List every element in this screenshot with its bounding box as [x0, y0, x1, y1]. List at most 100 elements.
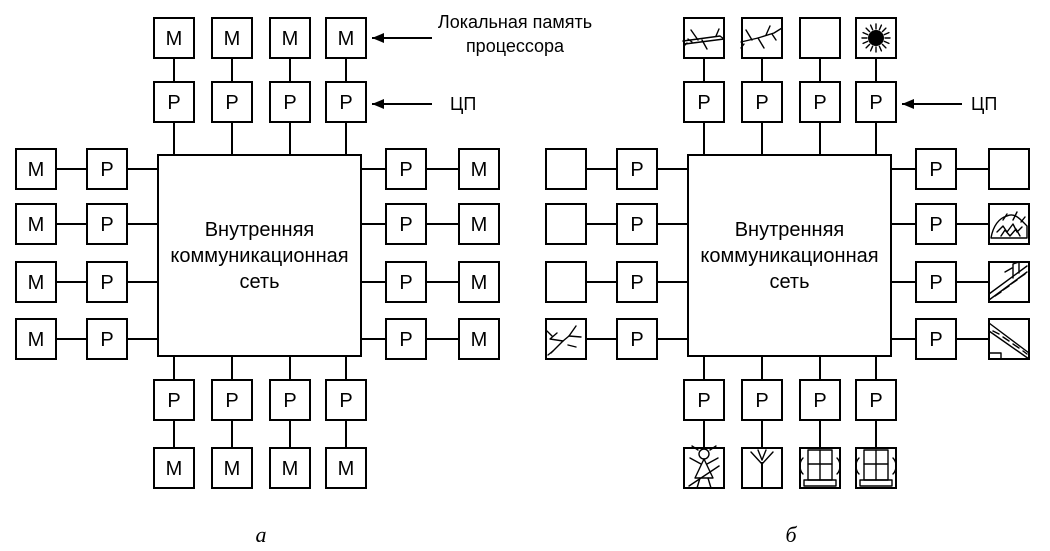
processor-left-4-label-a: P	[100, 329, 113, 351]
memory-right-2-label-a: M	[471, 214, 488, 236]
memory-right-2-a	[458, 203, 500, 245]
processor-left-2-b	[616, 203, 658, 245]
processor-left-3-b	[616, 261, 658, 303]
network-label-line1-a: Внутренняя	[205, 219, 315, 241]
processor-top-4-a	[325, 81, 367, 123]
processor-bottom-2-b	[741, 379, 783, 421]
cpu-arrow-a-head	[372, 99, 384, 109]
processor-left-3-label-a: P	[100, 272, 113, 294]
subfigure-label-a: а	[256, 522, 267, 547]
memory-left-4-label-a: M	[28, 329, 45, 351]
local-memory-arrow-head	[372, 33, 384, 43]
processor-bottom-2-label-b: P	[755, 390, 768, 412]
cpu-annotation-a: ЦП	[450, 94, 476, 114]
processor-bottom-1-a	[153, 379, 195, 421]
memory-left-4-a	[15, 318, 57, 360]
processor-bottom-4-b	[855, 379, 897, 421]
bush-icon	[990, 211, 1028, 239]
processor-right-2-a	[385, 203, 427, 245]
processor-left-3-label-b: P	[630, 272, 643, 294]
window-icon	[799, 449, 841, 487]
processor-left-4-label-b: P	[630, 329, 643, 351]
processor-right-2-label-b: P	[929, 214, 942, 236]
processor-bottom-3-a	[269, 379, 311, 421]
processor-left-3-a	[86, 261, 128, 303]
processor-bottom-3-label-a: P	[283, 390, 296, 412]
memory-left-1-label-a: M	[28, 159, 45, 181]
processor-bottom-1-label-a: P	[167, 390, 180, 412]
processor-top-1-b	[683, 81, 725, 123]
processor-bottom-2-a	[211, 379, 253, 421]
network-label-line3-b: сеть	[769, 271, 809, 293]
processor-right-4-b	[915, 318, 957, 360]
network-label-line2-a: коммуникационная	[170, 245, 348, 267]
processor-right-3-a	[385, 261, 427, 303]
roof-icon	[988, 322, 1030, 360]
memory-bottom-2-a	[211, 447, 253, 489]
processor-left-2-a	[86, 203, 128, 245]
memory-left-1-b	[545, 148, 587, 190]
memory-left-3-a	[15, 261, 57, 303]
processor-right-4-label-a: P	[399, 329, 412, 351]
memory-top-2-b	[741, 17, 783, 59]
processor-right-4-a	[385, 318, 427, 360]
processor-left-1-a	[86, 148, 128, 190]
processor-bottom-1-b	[683, 379, 725, 421]
processor-top-4-b	[855, 81, 897, 123]
processor-right-1-b	[915, 148, 957, 190]
bird-icon	[546, 325, 582, 356]
roof-chimney-icon	[988, 261, 1028, 301]
processor-left-4-b	[616, 318, 658, 360]
memory-top-3-a	[269, 17, 311, 59]
memory-left-2-label-a: M	[28, 214, 45, 236]
processor-left-1-b	[616, 148, 658, 190]
memory-right-1-a	[458, 148, 500, 190]
local-memory-annotation-line2: процессора	[466, 36, 565, 56]
processor-top-3-label-b: P	[813, 92, 826, 114]
processor-right-1-a	[385, 148, 427, 190]
plane-icon	[682, 28, 725, 50]
cpu-annotation-b: ЦП	[971, 94, 997, 114]
processor-bottom-4-label-b: P	[869, 390, 882, 412]
processor-top-2-a	[211, 81, 253, 123]
processor-left-1-label-b: P	[630, 159, 643, 181]
memory-left-2-b	[545, 203, 587, 245]
memory-top-1-label-a: M	[166, 28, 183, 50]
jet-icon	[740, 25, 783, 49]
memory-right-1-b	[988, 148, 1030, 190]
processor-right-2-label-a: P	[399, 214, 412, 236]
memory-left-1-a	[15, 148, 57, 190]
processor-bottom-2-label-a: P	[225, 390, 238, 412]
processor-top-1-label-b: P	[697, 92, 710, 114]
memory-bottom-4-label-a: M	[338, 458, 355, 480]
memory-bottom-1-label-a: M	[166, 458, 183, 480]
processor-top-2-label-a: P	[225, 92, 238, 114]
memory-bottom-4-a	[325, 447, 367, 489]
processor-right-2-b	[915, 203, 957, 245]
communication-network-a	[157, 154, 362, 357]
processor-top-4-label-a: P	[339, 92, 352, 114]
network-label-line1-b: Внутренняя	[735, 219, 845, 241]
processor-left-4-a	[86, 318, 128, 360]
subfigure-label-b: б	[785, 522, 797, 547]
processor-top-2-b	[741, 81, 783, 123]
memory-right-3-a	[458, 261, 500, 303]
memory-top-3-label-a: M	[282, 28, 299, 50]
window-icon	[855, 449, 897, 487]
processor-bottom-3-b	[799, 379, 841, 421]
tree-icon	[750, 449, 774, 489]
memory-top-4-a	[325, 17, 367, 59]
memory-top-2-a	[211, 17, 253, 59]
processor-left-1-label-a: P	[100, 159, 113, 181]
memory-top-3-b	[799, 17, 841, 59]
processor-right-4-label-b: P	[929, 329, 942, 351]
cpu-arrow-b-head	[902, 99, 914, 109]
memory-right-1-label-a: M	[471, 159, 488, 181]
processor-bottom-4-label-a: P	[339, 390, 352, 412]
processor-bottom-3-label-b: P	[813, 390, 826, 412]
memory-right-4-a	[458, 318, 500, 360]
memory-bottom-3-label-a: M	[282, 458, 299, 480]
processor-top-4-label-b: P	[869, 92, 882, 114]
memory-left-3-label-a: M	[28, 272, 45, 294]
